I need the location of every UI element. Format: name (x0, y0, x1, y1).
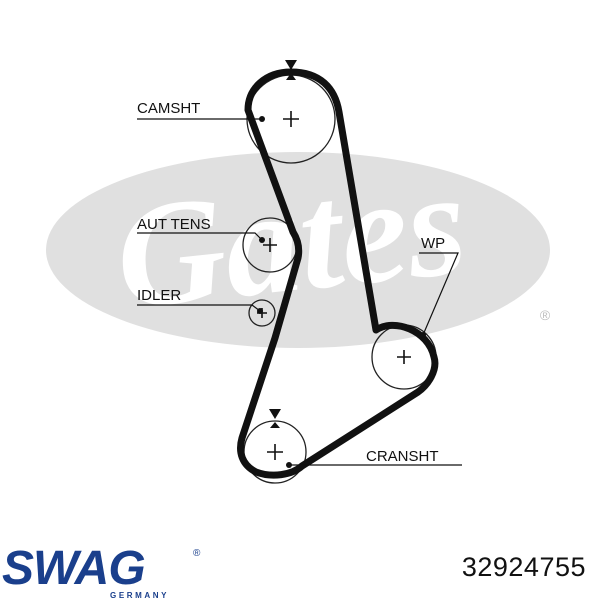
label-idler: IDLER (137, 287, 181, 304)
swag-logo: SWAG ® GERMANY (2, 545, 201, 600)
tensioner-leader (137, 232, 263, 241)
water-pump-leader-dot (420, 332, 426, 338)
leader-dots (257, 116, 426, 468)
water-pump-centre (397, 350, 411, 364)
label-camshaft: CAMSHT (137, 100, 200, 117)
tensioner-centre (263, 238, 277, 252)
swag-logo-text: SWAG (2, 545, 145, 595)
part-number: 32924755 (461, 552, 586, 582)
timing-marks (269, 60, 297, 428)
water-pump-leader (419, 252, 459, 336)
idler-leader-dot (257, 308, 263, 314)
camshaft-timing-mark-top (285, 60, 297, 70)
camshaft-centre (283, 111, 299, 127)
swag-logo-registered: ® (193, 548, 201, 559)
crankshaft-timing-mark-top (269, 409, 281, 419)
crankshaft-centre (267, 444, 283, 460)
camshaft-timing-mark-bottom (286, 73, 296, 80)
watermark-text: Gates (108, 139, 473, 341)
crankshaft-leader-dot (286, 462, 292, 468)
tensioner-leader-dot (259, 237, 265, 243)
idler-leader (137, 304, 261, 312)
idler-pulley (248, 299, 276, 327)
label-crankshaft: CRANSHT (366, 448, 439, 465)
swag-logo-subtitle: GERMANY (110, 591, 169, 600)
label-water-pump: WP (421, 235, 445, 252)
leader-lines (137, 118, 462, 466)
label-tensioner: AUT TENS (137, 216, 211, 233)
pulley-centres (257, 111, 411, 460)
crankshaft-timing-mark-bottom (270, 422, 280, 428)
watermark-registered: ® (540, 307, 551, 323)
timing-belt (237, 68, 439, 479)
camshaft-leader-dot (259, 116, 265, 122)
